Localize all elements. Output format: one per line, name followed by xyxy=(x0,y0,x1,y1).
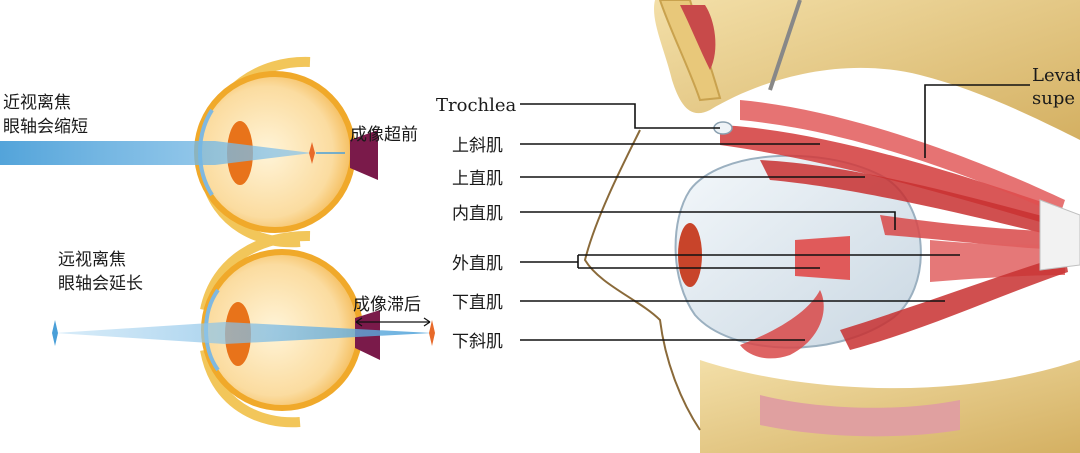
superior-rectus-muscle xyxy=(760,160,1065,238)
probe xyxy=(768,0,802,91)
label-medial-rectus: 内直肌 xyxy=(452,204,503,224)
lateral-rectus-insertion xyxy=(795,236,850,280)
label-trochlea: Trochlea xyxy=(436,95,517,116)
lower-eyelid-shape xyxy=(200,348,301,428)
hyperopia-focus-label: 成像滞后 xyxy=(353,295,421,315)
orbit-anatomy-illustration xyxy=(583,0,1080,453)
inferior-oblique-muscle xyxy=(740,290,824,359)
inferior-rectus-muscle xyxy=(840,255,1068,350)
medial-rectus-leader xyxy=(520,211,896,230)
maxillary-sinus xyxy=(760,395,960,437)
label-levator-line2: supe xyxy=(1032,88,1075,109)
myopia-title-line2: 眼轴会缩短 xyxy=(3,117,88,137)
myopia-title-line1: 近视离焦 xyxy=(3,93,71,113)
myopia-eye-group xyxy=(0,56,378,248)
upper-orbit-bone xyxy=(653,0,1080,140)
label-inferior-oblique: 下斜肌 xyxy=(452,332,503,352)
label-superior-oblique: 上斜肌 xyxy=(452,136,503,156)
lower-orbit-bone xyxy=(700,360,1080,453)
medial-rectus-muscle xyxy=(880,215,1065,250)
hyperopia-focus-point xyxy=(429,320,435,346)
levator-muscle xyxy=(740,100,1065,215)
myopia-light-beam xyxy=(0,141,312,165)
label-levator-line1: Levat xyxy=(1032,65,1080,86)
levator-leader xyxy=(924,84,1030,158)
hyperopia-source-point xyxy=(52,320,58,346)
lateral-rectus-leader xyxy=(520,254,960,269)
hyperopia-title-line1: 远视离焦 xyxy=(58,250,126,270)
arrowheads xyxy=(355,317,431,327)
face-outline xyxy=(583,129,701,431)
hyperopia-title-line2: 眼轴会延长 xyxy=(58,274,143,294)
orbital-apex xyxy=(1039,199,1080,271)
label-lateral-rectus: 外直肌 xyxy=(452,254,503,274)
myopia-focus-point xyxy=(309,142,315,164)
myopia-optic-nerve xyxy=(350,130,378,180)
label-inferior-rectus: 下直肌 xyxy=(452,293,503,313)
leader-lines xyxy=(520,84,1030,341)
label-superior-rectus: 上直肌 xyxy=(452,169,503,189)
hyperopia-eye-group xyxy=(52,230,435,428)
frontal-sinus xyxy=(680,5,716,70)
myopia-focus-label: 成像超前 xyxy=(350,125,418,145)
hyperopia-light-beam xyxy=(55,322,432,344)
trochlea-leader xyxy=(520,103,720,129)
